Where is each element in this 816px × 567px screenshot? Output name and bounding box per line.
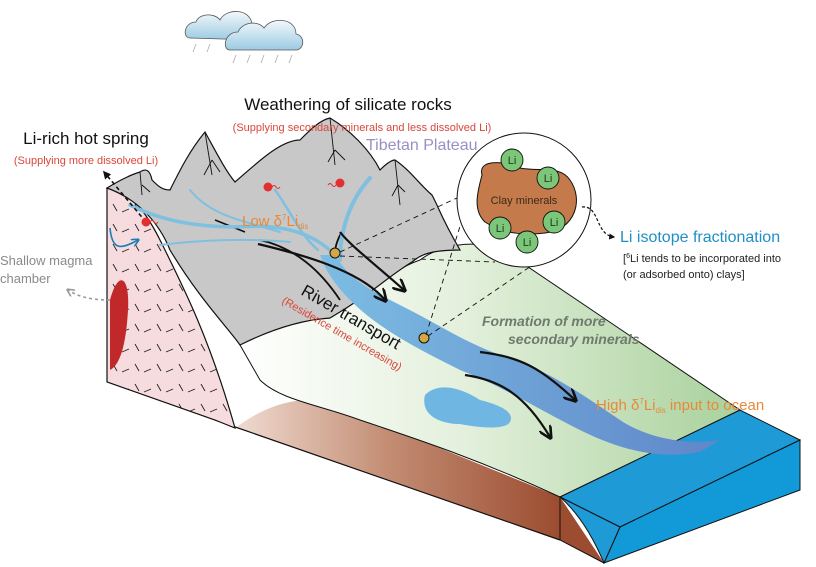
- li-ion: Li: [515, 230, 539, 254]
- hotspring-arrow: [102, 170, 147, 223]
- fractionation-note-line2: (or adsorbed onto) clays]: [623, 269, 745, 281]
- li-ion: Li: [536, 166, 560, 190]
- weathering-subtitle: (Supplying secondary minerals and less d…: [233, 122, 492, 134]
- formation-label-line1: Formation of more: [482, 313, 606, 329]
- tributaries: [128, 176, 372, 262]
- spring-dot: [141, 217, 159, 227]
- zoom-lines: [339, 191, 541, 337]
- rain-cloud-icon: [224, 20, 304, 64]
- plateau-label: Tibetan Plateau: [366, 137, 477, 154]
- low-delta-label: Low δ7Lidis: [242, 213, 308, 231]
- fluid-arrow: [109, 227, 138, 248]
- hotspring-title: Li-rich hot spring: [23, 129, 149, 148]
- hotspring-subtitle: (Supplying more dissolved Li): [14, 155, 158, 167]
- formation-label-line2: secondary minerals: [508, 331, 640, 347]
- soil-face: [215, 399, 560, 540]
- lake: [424, 387, 511, 428]
- high-delta-label: High δ7Lidis input to ocean: [596, 397, 764, 415]
- clay-label: Clay minerals: [491, 195, 558, 207]
- svg-text:Li: Li: [508, 155, 517, 167]
- fractionation-title: Li isotope fractionation: [620, 229, 780, 246]
- flow-arrows: [257, 231, 575, 437]
- sample-point-downstream: [418, 332, 430, 344]
- fractionation-arrow: [581, 206, 616, 240]
- weathering-title: Weathering of silicate rocks: [244, 95, 452, 114]
- magma-label-line1: Shallow magma: [0, 253, 93, 268]
- spring-dot: [263, 182, 281, 192]
- svg-text:Li: Li: [523, 237, 532, 249]
- sample-point-upstream: [329, 247, 341, 259]
- magma-chamber: [110, 280, 129, 370]
- fractionation-note-line1: [6Li tends to be incorporated into: [623, 253, 781, 265]
- svg-text:Li: Li: [544, 173, 553, 185]
- clay-inset: Clay minerals Li Li Li Li Li: [456, 132, 592, 268]
- li-ion: Li: [542, 210, 566, 234]
- magma-arrow: [68, 290, 111, 301]
- li-ion: Li: [488, 216, 512, 240]
- svg-text:Li: Li: [550, 217, 559, 229]
- spring-dot: [327, 178, 345, 188]
- svg-text:Li: Li: [496, 223, 505, 235]
- magma-label-line2: chamber: [0, 271, 51, 286]
- li-ion: Li: [500, 148, 524, 172]
